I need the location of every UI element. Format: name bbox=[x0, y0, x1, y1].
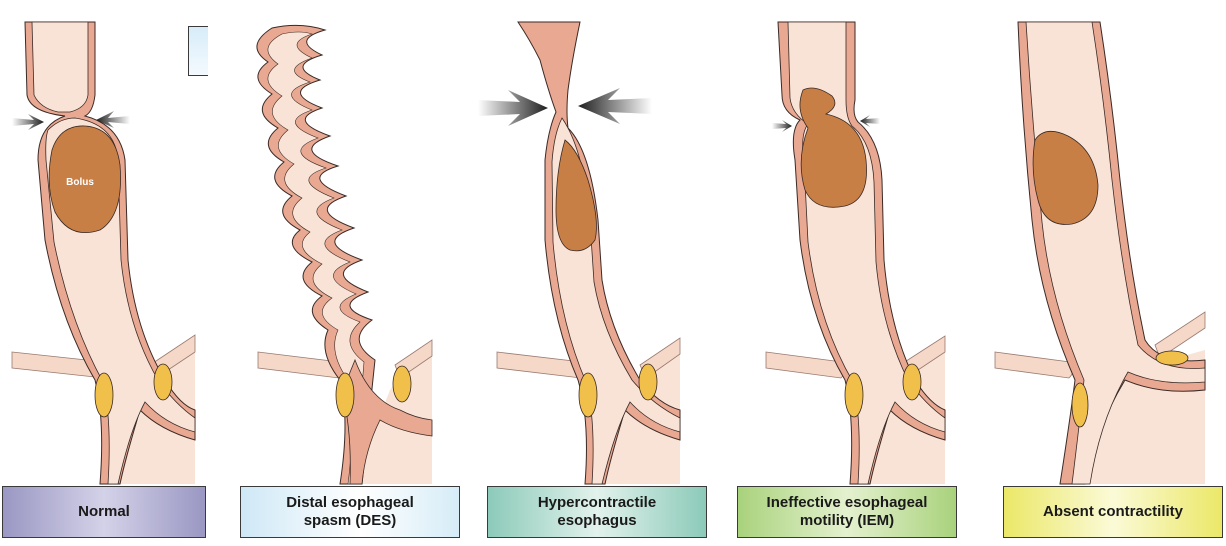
les-sphincter-right bbox=[638, 363, 658, 401]
esophagus-lumen bbox=[267, 31, 365, 485]
contraction-arrow-left bbox=[12, 114, 44, 130]
les-sphincter-left bbox=[578, 372, 598, 418]
les-sphincter-right bbox=[1155, 350, 1189, 366]
les-sphincter-left bbox=[94, 372, 114, 418]
label-iem-text: Ineffective esophageal motility (IEM) bbox=[766, 494, 928, 529]
les-sphincter-right bbox=[392, 365, 412, 403]
esophagus-lumen bbox=[31, 21, 196, 485]
label-iem: Ineffective esophageal motility (IEM) bbox=[737, 486, 957, 538]
label-normal-text: Normal bbox=[78, 503, 130, 520]
panel-des bbox=[256, 24, 433, 485]
panel-iem bbox=[765, 21, 946, 485]
panel-hypercontractile bbox=[478, 21, 681, 485]
label-hypercontractile-text: Hypercontractile esophagus bbox=[537, 494, 657, 529]
esophagus-lower-wall bbox=[341, 358, 433, 485]
panel-absent-contractility bbox=[994, 21, 1206, 485]
panel-normal: Bolus bbox=[11, 21, 196, 485]
les-sphincter-right bbox=[902, 363, 922, 401]
bolus bbox=[48, 125, 121, 234]
legend-swatch bbox=[188, 26, 208, 76]
contraction-arrow-right bbox=[96, 111, 130, 128]
les-sphincter-left bbox=[844, 372, 864, 418]
les-sphincter-left bbox=[335, 372, 355, 418]
contraction-arrow-right bbox=[860, 115, 880, 127]
bolus bbox=[799, 87, 867, 208]
bolus bbox=[555, 139, 597, 252]
les-sphincter-left bbox=[1071, 382, 1089, 428]
contraction-arrow-left bbox=[772, 120, 792, 132]
diaphragm-right bbox=[1154, 311, 1206, 359]
contraction-arrow-right bbox=[578, 88, 652, 124]
label-absent-contractility: Absent contractility bbox=[1003, 486, 1223, 538]
label-absent-contractility-text: Absent contractility bbox=[1042, 503, 1184, 520]
les-sphincter-right bbox=[153, 363, 173, 401]
label-des-text: Distal esophageal spasm (DES) bbox=[286, 494, 414, 529]
bolus-label: Bolus bbox=[66, 177, 94, 188]
label-des: Distal esophageal spasm (DES) bbox=[240, 486, 460, 538]
label-normal: Normal bbox=[2, 486, 206, 538]
bolus bbox=[1032, 131, 1099, 225]
contraction-arrow-left bbox=[478, 90, 548, 126]
diaphragm-left bbox=[994, 351, 1074, 379]
label-hypercontractile: Hypercontractile esophagus bbox=[487, 486, 707, 538]
